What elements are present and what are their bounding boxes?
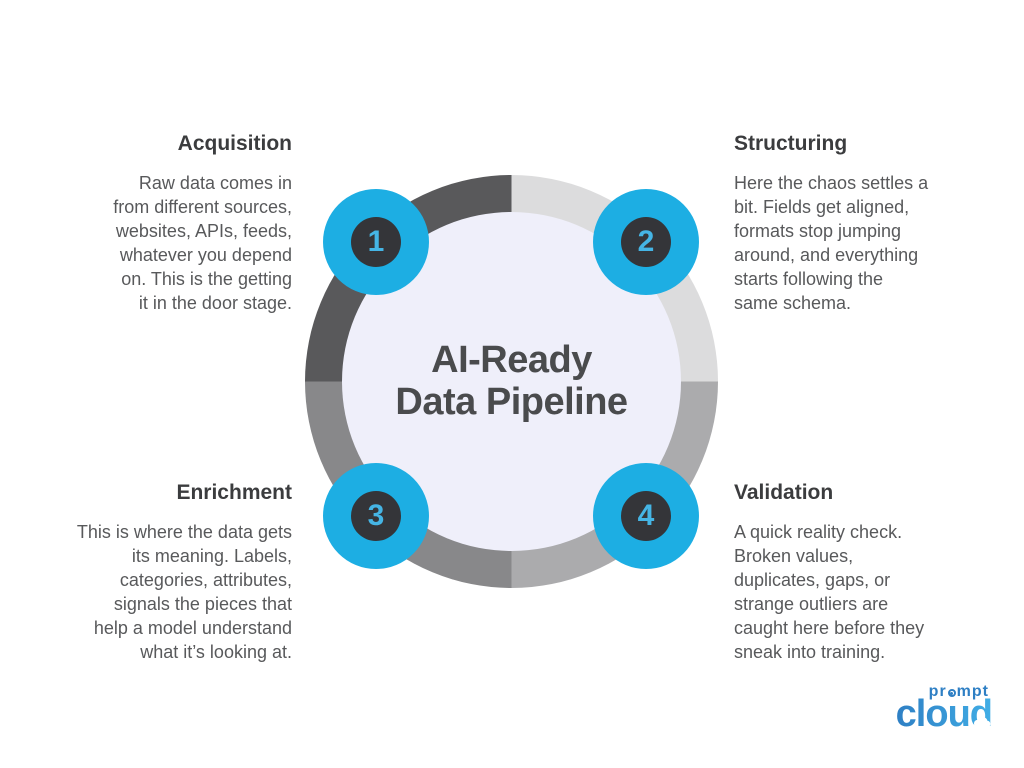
logo-prompt-post: mpt xyxy=(956,683,989,700)
stage-3-badge: 3 xyxy=(323,463,429,569)
logo-prompt-pre: pr xyxy=(928,683,947,700)
stage-validation-title: Validation xyxy=(734,481,834,504)
stage-3-number: 3 xyxy=(351,491,401,541)
cloud-icon xyxy=(973,717,991,728)
stage-2-number: 2 xyxy=(621,217,671,267)
prompt-target-o-icon xyxy=(947,689,956,697)
logo-cloud-word: cloud xyxy=(896,695,993,733)
stage-structuring-body: Here the chaos settles a bit. Fields get… xyxy=(734,173,929,314)
stage-2-badge: 2 xyxy=(593,189,699,295)
stage-structuring-title: Structuring xyxy=(734,132,848,155)
stage-1-badge: 1 xyxy=(323,189,429,295)
stage-1-number: 1 xyxy=(351,217,401,267)
stage-enrichment: Enrichment This is where the data gets i… xyxy=(39,481,292,664)
stage-4-number: 4 xyxy=(621,491,671,541)
stage-4-badge: 4 xyxy=(593,463,699,569)
stage-validation-body: A quick reality check. Broken values, du… xyxy=(734,522,925,663)
stage-enrichment-body: This is where the data gets its meaning.… xyxy=(76,522,292,663)
stage-validation: Validation A quick reality check. Broken… xyxy=(734,481,980,664)
stage-acquisition-body: Raw data comes in from different sources… xyxy=(113,173,292,314)
stage-acquisition: Acquisition Raw data comes in from diffe… xyxy=(39,132,292,315)
stage-acquisition-title: Acquisition xyxy=(177,132,292,155)
stage-enrichment-title: Enrichment xyxy=(176,481,292,504)
stage-structuring: Structuring Here the chaos settles a bit… xyxy=(734,132,980,315)
diagram-title: AI-Ready Data Pipeline xyxy=(395,338,628,423)
